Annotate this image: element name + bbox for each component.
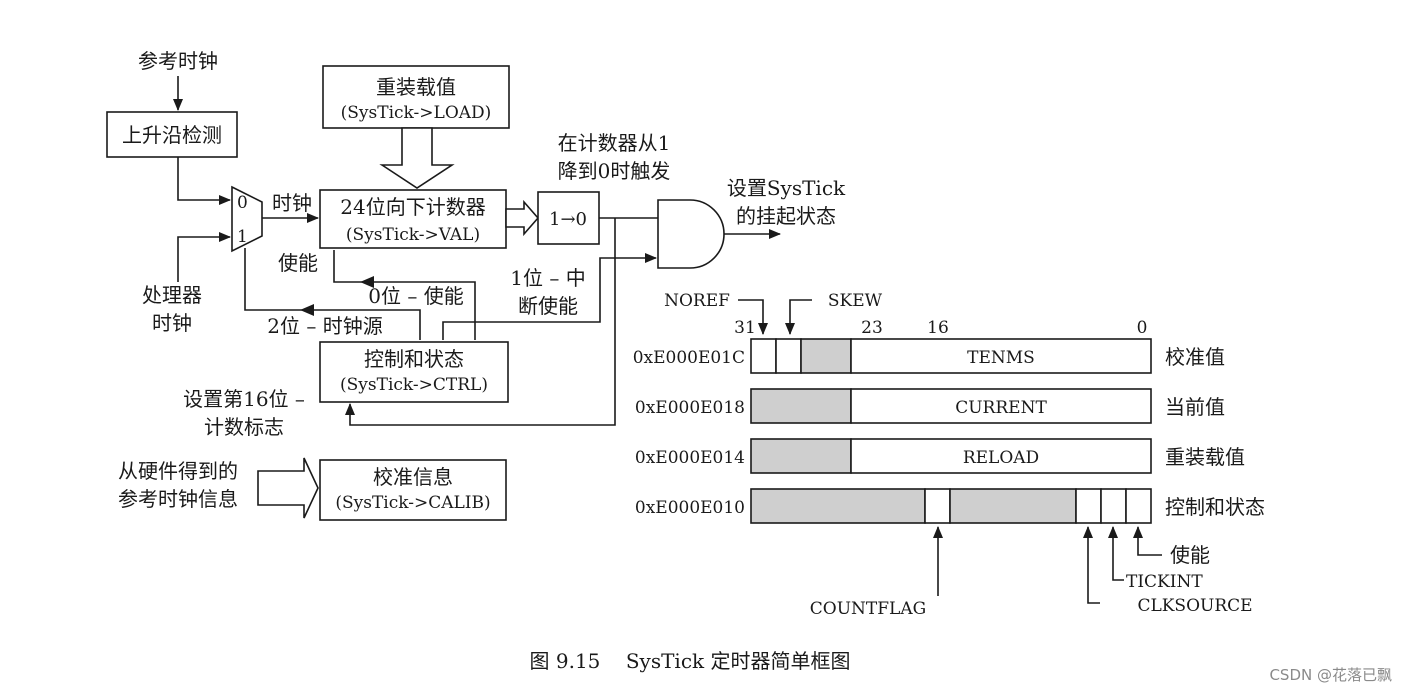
transition-label: 1→0 [549, 209, 587, 230]
reload-to-counter-arrow [379, 127, 455, 189]
calib-box [319, 459, 507, 521]
mux-input-0: 0 [237, 193, 248, 213]
pending-label-line1: 设置SysTick [727, 176, 846, 200]
tickint-label: TICKINT [1126, 572, 1203, 592]
cpu-clock-label-line1: 处理器 [142, 283, 202, 307]
clksource-label: CLKSOURCE [1137, 596, 1252, 616]
ctrl-box [319, 341, 509, 403]
ctrl-reserved-high [750, 488, 926, 524]
calib-noref-bit [750, 338, 777, 374]
noref-label: NOREF [664, 291, 730, 311]
and-gate [657, 199, 725, 269]
load-reserved [750, 438, 852, 474]
enable-arrowhead [360, 276, 374, 288]
cpu-clock-label-line2: 时钟 [152, 311, 192, 335]
ctrl-countflag-bit [924, 488, 951, 524]
bit-23-label: 23 [861, 318, 883, 338]
calib-title: 校准信息 [373, 465, 453, 489]
trigger-label-line1: 在计数器从1 [558, 131, 671, 155]
reg-field: CURRENT [955, 398, 1047, 418]
clksource-bit-pointer [1083, 526, 1100, 604]
enable-bit-label: 使能 [1170, 543, 1210, 567]
reg-address: 0xE000E014 [635, 448, 745, 468]
countflag-feedback-line [345, 218, 616, 426]
clksource-arrowhead [300, 304, 314, 316]
skew-arrow [785, 299, 812, 335]
edge-detect-label: 上升沿检测 [122, 123, 222, 147]
tickint-bit-pointer [1108, 526, 1124, 581]
bit-31-label: 31 [734, 318, 756, 338]
reg-address: 0xE000E01C [633, 348, 745, 368]
calib-reserved [800, 338, 852, 374]
bit-0-label: 0 [1137, 318, 1148, 338]
enable-to-counter-line [333, 250, 476, 340]
calib-source-line2: 参考时钟信息 [118, 487, 238, 511]
val-current-field [850, 388, 1152, 424]
calib-skew-bit [775, 338, 802, 374]
reload-title: 重装载值 [376, 75, 456, 99]
val-reserved [750, 388, 852, 424]
trigger-label-line2: 降到0时触发 [558, 159, 671, 183]
reg-address: 0xE000E018 [635, 398, 745, 418]
cpu-clock-to-mux-line [177, 232, 231, 282]
bit1-label-line1: 1位 – 中 [510, 266, 585, 290]
counter-to-transition-arrow [505, 199, 540, 237]
counter-title: 24位向下计数器 [340, 195, 485, 219]
pending-label-line2: 的挂起状态 [736, 204, 836, 228]
bit-16-label: 16 [927, 318, 949, 338]
skew-label: SKEW [828, 291, 883, 311]
calib-tenms-field [850, 338, 1152, 374]
flag-label-line1: 设置第16位 – [183, 387, 305, 411]
bit1-label-line2: 断使能 [518, 294, 578, 318]
reload-register: (SysTick->LOAD) [341, 103, 492, 123]
noref-arrow [738, 299, 768, 335]
counter-box [319, 189, 507, 249]
ctrl-tickint-bit [1100, 488, 1127, 524]
reg-name: 重装载值 [1165, 445, 1245, 469]
ctrl-title: 控制和状态 [364, 347, 464, 371]
counter-register: (SysTick->VAL) [346, 225, 480, 245]
bit0-label: 0位 – 使能 [368, 284, 463, 308]
calib-source-arrow [257, 457, 319, 519]
enable-label: 使能 [278, 251, 318, 275]
load-reload-field [850, 438, 1152, 474]
edge-to-mux-line [177, 157, 231, 205]
calib-source-line1: 从硬件得到的 [118, 459, 238, 483]
ctrl-reserved-low [949, 488, 1077, 524]
reg-name: 当前值 [1165, 395, 1225, 419]
ctrl-enable-bit [1125, 488, 1152, 524]
transition-box [537, 191, 600, 245]
reg-address: 0xE000E010 [635, 498, 745, 518]
countflag-label: COUNTFLAG [810, 599, 926, 619]
reload-box [322, 65, 510, 129]
edge-detect-box [106, 111, 238, 158]
mux-input-1: 1 [237, 227, 248, 247]
watermark: CSDN @花落已飘 [1269, 666, 1392, 684]
bit2-label: 2位 – 时钟源 [267, 314, 382, 338]
clock-label: 时钟 [272, 191, 312, 215]
ctrl-clksource-bit [1075, 488, 1102, 524]
flag-label-line2: 计数标志 [204, 415, 284, 439]
ref-clock-label: 参考时钟 [138, 49, 218, 73]
reg-field: RELOAD [963, 448, 1039, 468]
reg-field: TENMS [967, 348, 1035, 368]
figure-caption: 图 9.15 SysTick 定时器简单框图 [530, 649, 851, 673]
reg-name: 校准值 [1165, 345, 1225, 369]
clock-mux [231, 185, 263, 253]
calib-register: (SysTick->CALIB) [335, 493, 490, 513]
enable-bit-pointer [1133, 526, 1162, 556]
ctrl-register: (SysTick->CTRL) [340, 375, 488, 395]
clksource-to-mux-line [244, 248, 421, 340]
reg-name: 控制和状态 [1165, 495, 1265, 519]
tickint-to-and-line [442, 253, 657, 340]
